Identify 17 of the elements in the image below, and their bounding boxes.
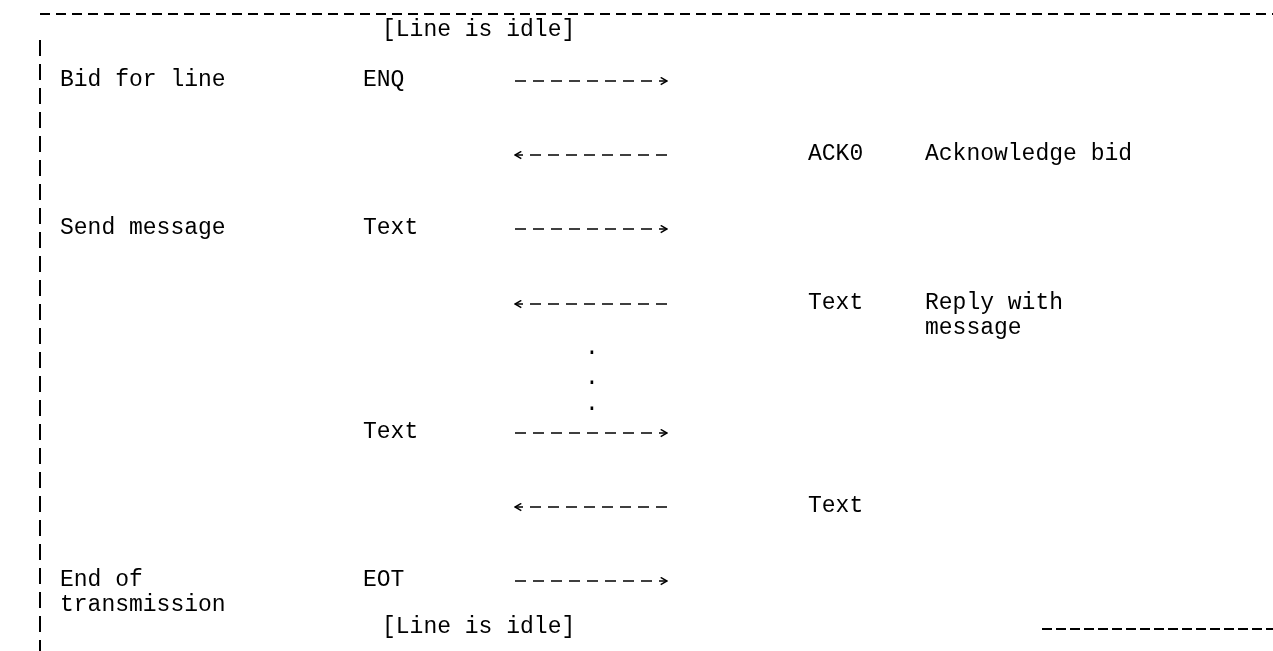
message-code: EOT [363,568,405,593]
ellipsis-dot: . [585,336,599,361]
message-code: Text [808,494,864,519]
message-code: ENQ [363,68,405,93]
step-description: Send message [60,216,226,241]
ellipsis-dot: . [585,366,599,391]
step-description: End of transmission [60,568,227,618]
message-code: Text [363,216,419,241]
ellipsis-dot: . [585,392,599,417]
step-description: Bid for line [60,68,226,93]
status-note: [Line is idle] [382,18,576,43]
message-code: Text [363,420,419,445]
status-note: [Line is idle] [382,615,576,640]
step-description: Acknowledge bid [925,142,1133,167]
message-code: Text [808,291,864,316]
message-code: ACK0 [808,142,864,167]
step-description: Reply with message [925,291,1065,341]
